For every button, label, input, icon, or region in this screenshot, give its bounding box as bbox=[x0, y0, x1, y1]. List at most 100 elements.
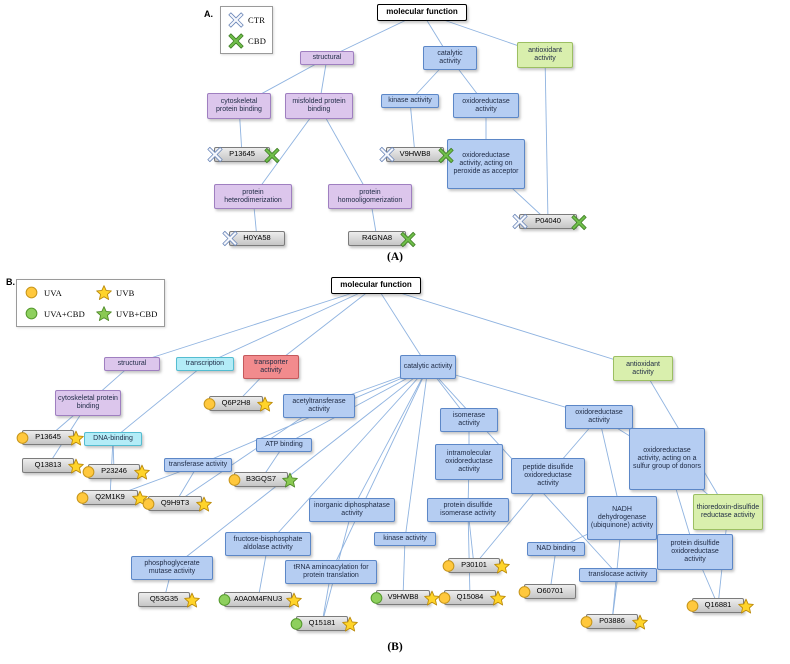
node-label: Q9H9T3 bbox=[160, 498, 190, 508]
node-label: antioxidant activity bbox=[626, 360, 660, 376]
node-label: B3GQS7 bbox=[245, 474, 276, 484]
edge-a-antioxidant-a-P04040 bbox=[544, 54, 549, 222]
legend-item-uva-cbd: UVA+CBD bbox=[23, 305, 85, 322]
node-label: fructose-bisphosphate aldolase activity bbox=[233, 536, 303, 551]
protein-node-b-Q13813: Q13813 bbox=[22, 458, 84, 474]
panel-a-legend: CTR CBD bbox=[220, 6, 274, 54]
node-label: NAD binding bbox=[536, 545, 576, 553]
term-node-b-acetyl: acetyltransferase activity bbox=[283, 394, 355, 418]
node-label: V9HWB8 bbox=[387, 592, 419, 602]
edge-b-catalytic-b-atp bbox=[283, 366, 429, 446]
node-label: translocase activity bbox=[588, 571, 648, 579]
protein-node-a-H0YA58: H0YA58 bbox=[221, 230, 285, 247]
legend-label-ctr: CTR bbox=[248, 14, 266, 25]
term-node-a-cyto: cytoskeletal protein binding bbox=[207, 93, 271, 119]
term-node-b-transcription: transcription bbox=[176, 357, 234, 371]
node-label: antioxidant activity bbox=[528, 47, 562, 62]
term-node-a-oxidored: oxidoreductase activity bbox=[453, 93, 519, 118]
edge-b-pdi-b-Q15084 bbox=[467, 509, 471, 598]
node-label: cytoskeletal protein binding bbox=[216, 98, 262, 113]
protein-node-b-Q15181: Q15181 bbox=[290, 616, 358, 632]
term-node-b-root: molecular function bbox=[331, 277, 421, 294]
node-label: transcription bbox=[185, 360, 225, 368]
node-label: Q15181 bbox=[308, 618, 336, 628]
term-node-b-pdo: protein disulfide oxidoreductase activit… bbox=[657, 534, 733, 570]
node-label: O60701 bbox=[536, 586, 564, 596]
node-label: H0YA58 bbox=[243, 233, 271, 243]
protein-node-b-Q53G35: Q53G35 bbox=[138, 592, 200, 608]
node-label: oxidoreductase activity, acting on a sul… bbox=[632, 447, 702, 470]
term-node-a-structural: structural bbox=[300, 51, 354, 65]
edge-b-transcription-b-dna bbox=[112, 363, 206, 440]
term-node-b-thioredoxin: thioredoxin-disulfide reductase activity bbox=[693, 494, 763, 530]
term-node-b-translocase: translocase activity bbox=[579, 568, 657, 582]
node-label: P13645 bbox=[229, 149, 255, 159]
term-node-b-peptide-ox: peptide disulfide oxidoreductase activit… bbox=[511, 458, 585, 494]
term-node-b-oxidored-sulfur: oxidoreductase activity, acting on a sul… bbox=[629, 428, 705, 490]
node-label: Q6P2H8 bbox=[221, 398, 251, 408]
node-label: structural bbox=[312, 54, 342, 62]
protein-node-b-V9HWB8: V9HWB8 bbox=[370, 590, 440, 606]
protein-node-b-B3GQS7: B3GQS7 bbox=[228, 472, 298, 488]
legend-label-uvb: UVB bbox=[116, 287, 135, 298]
node-label: P13645 bbox=[35, 432, 61, 442]
term-node-b-structural: structural bbox=[104, 357, 160, 371]
term-node-b-trna: tRNA aminoacylation for protein translat… bbox=[285, 560, 377, 584]
legend-label-uvb-cbd: UVB+CBD bbox=[116, 308, 158, 319]
term-node-a-kinase: kinase activity bbox=[381, 94, 439, 108]
uva-cbd-circle-icon bbox=[23, 305, 40, 322]
term-node-b-pdi: protein disulfide isomerase activity bbox=[427, 498, 509, 522]
protein-node-b-Q16881: Q16881 bbox=[686, 598, 754, 614]
edge-b-catalytic-b-kinase bbox=[404, 366, 429, 540]
term-node-b-transporter: transporter activity bbox=[243, 355, 299, 379]
term-node-b-transferase: transferase activity bbox=[164, 458, 232, 472]
term-node-b-atp: ATP binding bbox=[256, 438, 312, 452]
node-label: NADH dehydrogenase (ubiquinone) activity bbox=[590, 506, 654, 529]
node-label: Q16881 bbox=[704, 600, 732, 610]
legend-label-uva: UVA bbox=[44, 287, 62, 298]
protein-node-b-Q15084: Q15084 bbox=[438, 590, 506, 606]
edge-b-catalytic-b-pgm bbox=[171, 366, 429, 569]
term-node-a-catalytic: catalytic activity bbox=[423, 46, 477, 70]
node-label: isomerase activity bbox=[452, 412, 486, 427]
node-label: catalytic activity bbox=[437, 50, 463, 65]
term-node-b-fructose: fructose-bisphosphate aldolase activity bbox=[225, 532, 311, 556]
node-label: intramolecular oxidoreductase activity bbox=[445, 450, 493, 473]
protein-node-b-Q6P2H8: Q6P2H8 bbox=[203, 396, 273, 412]
legend-item-ctr: CTR bbox=[227, 11, 266, 28]
node-label: P30101 bbox=[461, 560, 487, 570]
node-label: Q2M1K9 bbox=[95, 492, 125, 502]
legend-label-cbd: CBD bbox=[248, 35, 267, 46]
legend-label-uva-cbd: UVA+CBD bbox=[44, 308, 85, 319]
node-label: molecular function bbox=[386, 7, 458, 17]
protein-node-b-A0A0M4FNU3: A0A0M4FNU3 bbox=[218, 592, 302, 608]
protein-node-b-Q9H9T3: Q9H9T3 bbox=[142, 496, 212, 512]
protein-node-b-P13645: P13645 bbox=[16, 430, 84, 446]
node-label: P23246 bbox=[101, 466, 127, 476]
term-node-a-oxidored-perox: oxidoreductase activity, acting on perox… bbox=[447, 139, 525, 189]
term-node-b-isomerase: isomerase activity bbox=[440, 408, 498, 432]
node-label: Q13813 bbox=[34, 460, 62, 470]
node-label: kinase activity bbox=[388, 97, 432, 105]
node-label: molecular function bbox=[340, 280, 412, 290]
node-label: protein homooligomerization bbox=[337, 188, 403, 204]
panel-b-label: B. bbox=[6, 277, 15, 287]
edge-b-kinase-b-V9HWB8 bbox=[402, 538, 406, 598]
edge-b-root-b-catalytic bbox=[375, 285, 429, 368]
node-label: cytoskeletal protein binding bbox=[58, 395, 118, 410]
edge-b-catalytic-b-trna bbox=[330, 366, 429, 573]
node-label: inorganic diphosphatase activity bbox=[314, 502, 390, 517]
term-node-a-root: molecular function bbox=[377, 4, 467, 21]
node-label: R4GNA8 bbox=[361, 233, 392, 243]
term-node-a-heterodim: protein heterodimerization bbox=[214, 184, 292, 209]
edge-a-misfolded-a-heterodim bbox=[252, 105, 320, 197]
node-label: oxidoreductase activity, acting on perox… bbox=[453, 152, 519, 175]
node-label: misfolded protein binding bbox=[292, 98, 346, 113]
uva-circle-icon bbox=[23, 284, 40, 301]
legend-item-uvb: UVB bbox=[95, 284, 158, 301]
node-label: protein disulfide oxidoreductase activit… bbox=[670, 540, 720, 563]
edge-b-catalytic-b-inorg-diphos bbox=[351, 366, 429, 511]
term-node-b-kinase: kinase activity bbox=[374, 532, 436, 546]
